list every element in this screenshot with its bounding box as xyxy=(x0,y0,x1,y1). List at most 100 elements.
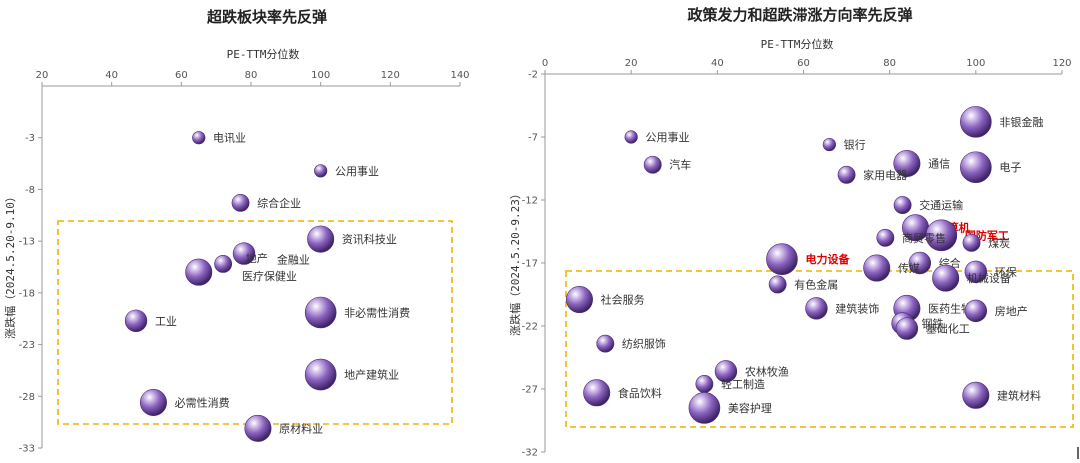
bubble-marker xyxy=(185,258,213,286)
data-point: 房地产 xyxy=(964,299,1028,323)
data-point: 传媒 xyxy=(863,254,920,282)
data-point: 电力设备 xyxy=(766,243,850,276)
bubble-marker xyxy=(688,392,721,424)
data-point: 环保 xyxy=(964,260,1017,284)
bubble-marker xyxy=(232,242,256,265)
point-label: 房地产 xyxy=(995,304,1028,318)
point-label: 家用电器 xyxy=(863,168,907,182)
data-point: 纺织服饰 xyxy=(596,334,666,353)
bubble-marker xyxy=(863,254,891,282)
data-point: 食品饮料 xyxy=(583,379,662,407)
y-tick-label: -23 xyxy=(19,340,35,351)
point-label: 金融业 xyxy=(277,253,310,267)
x-tick-label: 100 xyxy=(966,58,985,69)
bubble-marker xyxy=(925,219,958,252)
point-label: 地产建筑业 xyxy=(344,368,399,382)
data-point: 原材料业 xyxy=(244,414,323,442)
point-label: 医药生物 xyxy=(928,301,972,315)
data-point: 医疗保健业 xyxy=(185,258,297,286)
bubble-marker xyxy=(139,388,167,416)
data-point: 电子 xyxy=(960,151,1021,184)
x-tick-label: 80 xyxy=(883,58,896,69)
data-point: 资讯科技业 xyxy=(307,225,397,253)
bubble-marker xyxy=(876,228,895,247)
point-label: 机械设备 xyxy=(967,271,1011,285)
bubble-marker xyxy=(893,149,921,177)
bubble-marker xyxy=(624,130,638,144)
y-tick-label: -2 xyxy=(528,70,538,81)
data-point: 社会服务 xyxy=(565,286,645,314)
data-point: 机械设备 xyxy=(932,264,1011,292)
point-label: 商贸零售 xyxy=(902,231,946,245)
data-point: 综合企业 xyxy=(231,193,301,212)
point-label: 电子 xyxy=(999,161,1021,174)
point-label: 农林牧渔 xyxy=(745,364,789,378)
bubble-marker xyxy=(960,106,992,138)
y-tick-label: -27 xyxy=(522,385,538,396)
point-label: 纺织服饰 xyxy=(622,337,666,351)
right-y-ticks: -2-7-12-17-22-27-32 xyxy=(522,70,545,459)
bubble-marker xyxy=(304,296,337,329)
x-tick-label: 20 xyxy=(625,58,638,69)
bubble-marker xyxy=(837,165,856,184)
bubble-marker xyxy=(304,358,337,391)
bubble-marker xyxy=(964,260,988,284)
data-point: 基础化工 xyxy=(895,317,970,340)
bubble-marker xyxy=(695,375,714,393)
bubble-marker xyxy=(962,381,990,409)
point-label: 银行 xyxy=(844,138,866,152)
left-y-axis-label: 涨跌幅（2024.5.20-9.10） xyxy=(3,191,17,339)
x-tick-label: 0 xyxy=(542,58,548,69)
data-point: 地产 xyxy=(214,251,268,273)
right-chart-title: 政策发力和超跌滞涨方向率先反弹 xyxy=(687,6,912,24)
data-point: 非银金融 xyxy=(960,106,1043,138)
y-tick-label: -33 xyxy=(19,444,35,455)
y-tick-label: -32 xyxy=(522,448,538,459)
point-label: 非银金融 xyxy=(999,115,1043,129)
y-tick-label: -13 xyxy=(19,237,35,248)
y-tick-label: -22 xyxy=(522,322,538,333)
bubble-marker xyxy=(962,233,981,252)
point-label: 公用事业 xyxy=(645,131,689,144)
bubble-marker xyxy=(583,379,611,407)
point-label: 非必需性消费 xyxy=(344,306,410,320)
data-point: 公用事业 xyxy=(314,164,379,178)
data-point: 公用事业 xyxy=(624,130,689,144)
data-point: 地产建筑业 xyxy=(304,358,399,391)
left-x-axis-label: PE-TTM分位数 xyxy=(227,47,300,61)
right-highlight-box xyxy=(565,270,1074,428)
bubble-marker xyxy=(766,243,798,276)
x-tick-label: 40 xyxy=(105,70,118,81)
point-label: 通信 xyxy=(928,157,950,170)
y-tick-label: -3 xyxy=(25,133,35,144)
y-tick-label: -7 xyxy=(528,133,538,144)
bubble-marker xyxy=(805,297,828,320)
bubble-marker xyxy=(307,225,335,253)
point-label: 必需性消费 xyxy=(175,395,230,409)
bubble-marker xyxy=(932,264,960,292)
point-label: 汽车 xyxy=(669,158,691,172)
point-label: 公用事业 xyxy=(335,165,379,178)
point-label: 基础化工 xyxy=(926,322,970,336)
bubble-marker xyxy=(964,299,988,323)
bubble-marker xyxy=(643,155,662,174)
x-tick-label: 140 xyxy=(450,70,469,81)
left-y-ticks: -3-8-13-18-23-28-33 xyxy=(19,133,42,455)
point-label: 建筑装饰 xyxy=(835,301,879,315)
bubble-marker xyxy=(960,151,992,184)
point-label: 钢铁 xyxy=(921,317,943,330)
bubble-marker xyxy=(596,334,615,353)
left-data-points: 电讯业公用事业综合企业资讯科技业金融业地产医疗保健业工业非必需性消费地产建筑业必… xyxy=(124,131,410,442)
data-point: 必需性消费 xyxy=(139,388,230,416)
bubble-marker xyxy=(214,254,233,273)
data-point: 建筑材料 xyxy=(962,381,1041,409)
right-data-points: 非银金融公用事业银行通信电子汽车家用电器交通运输计算机国防军工商贸零售煤炭电力设… xyxy=(565,106,1043,424)
bubble-marker xyxy=(714,360,738,383)
left-chart-title: 超跌板块率先反弹 xyxy=(206,8,327,26)
data-point: 美容护理 xyxy=(688,392,772,424)
point-label: 煤炭 xyxy=(988,237,1010,250)
point-label: 有色金属 xyxy=(794,277,838,291)
